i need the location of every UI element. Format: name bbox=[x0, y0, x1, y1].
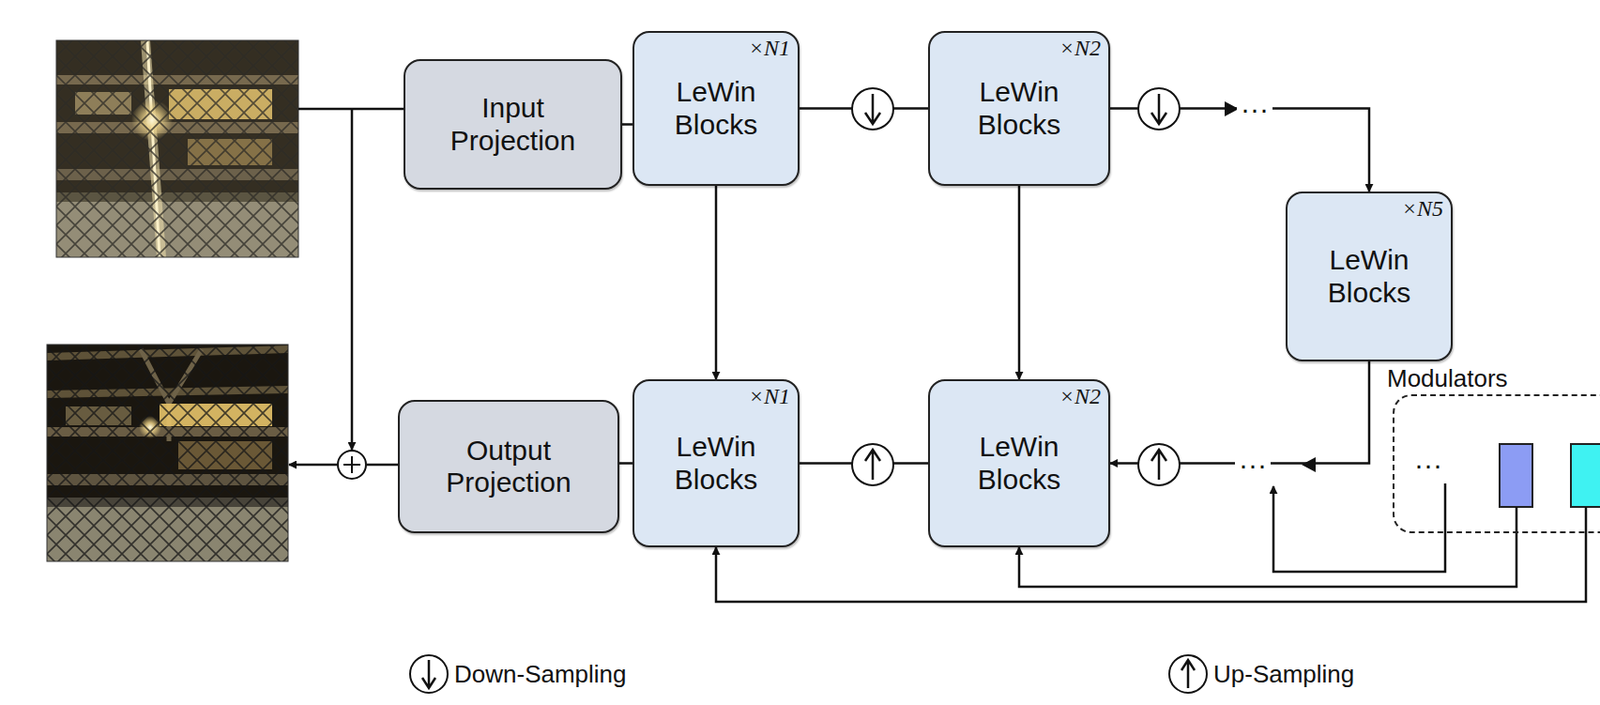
add-symbol bbox=[337, 450, 366, 479]
legend-text: Up-Sampling bbox=[1213, 659, 1355, 689]
ellipsis-label: ··· bbox=[1236, 94, 1273, 123]
output-wire bbox=[366, 463, 398, 467]
mid-arrowhead bbox=[1301, 457, 1316, 473]
input-photo bbox=[56, 40, 299, 258]
repeat-count: ×N2 bbox=[1059, 383, 1101, 410]
output-arrow bbox=[289, 463, 337, 467]
connector bbox=[622, 122, 633, 126]
modulator-wire bbox=[1516, 506, 1586, 534]
lewin-block: LeWin Blocks ×N1 bbox=[632, 379, 800, 548]
projection-box: Output Projection bbox=[397, 399, 620, 534]
projection-box: Input Projection bbox=[403, 59, 623, 190]
repeat-count: ×N1 bbox=[748, 383, 791, 410]
group-heading: Modulators bbox=[1386, 364, 1509, 394]
block-label: LeWin Blocks bbox=[645, 430, 787, 496]
block-label: Input Projection bbox=[435, 91, 591, 157]
skip-wire bbox=[350, 108, 354, 450]
output-photo bbox=[46, 344, 289, 562]
block-label: LeWin Blocks bbox=[948, 430, 1090, 496]
lewin-block: LeWin Blocks ×N2 bbox=[928, 30, 1111, 186]
down-sampling-symbol bbox=[1138, 88, 1180, 130]
block-label: LeWin Blocks bbox=[645, 76, 787, 141]
block-label: LeWin Blocks bbox=[948, 76, 1090, 141]
up-sampling-symbol bbox=[852, 443, 894, 486]
ellipsis-label: ··· bbox=[1234, 450, 1271, 479]
repeat-count: ×N5 bbox=[1401, 196, 1444, 222]
modulators-group: Modulators bbox=[1386, 364, 1600, 534]
legend-up-symbol bbox=[1169, 655, 1207, 693]
legend-text: Down-Sampling bbox=[454, 659, 627, 689]
connector bbox=[619, 461, 633, 465]
lewin-block: LeWin Blocks ×N1 bbox=[632, 30, 800, 186]
connector bbox=[1018, 185, 1021, 380]
legend-down-symbol bbox=[410, 655, 448, 693]
ellipsis-label: ··· bbox=[1410, 450, 1447, 479]
down-sampling-symbol bbox=[852, 88, 894, 130]
repeat-count: ×N1 bbox=[748, 35, 791, 61]
modulator-square bbox=[1570, 443, 1600, 507]
lewin-block: LeWin Blocks ×N5 bbox=[1285, 191, 1453, 362]
modulator-wire bbox=[1273, 483, 1446, 572]
lewin-block: LeWin Blocks ×N2 bbox=[928, 379, 1111, 548]
up-sampling-symbol bbox=[1138, 443, 1180, 486]
connector bbox=[715, 185, 718, 380]
repeat-count: ×N2 bbox=[1059, 35, 1101, 61]
block-label: Output Projection bbox=[431, 434, 587, 500]
block-label: LeWin Blocks bbox=[1298, 243, 1440, 309]
connector bbox=[716, 533, 1586, 602]
modulator-square bbox=[1499, 443, 1533, 507]
